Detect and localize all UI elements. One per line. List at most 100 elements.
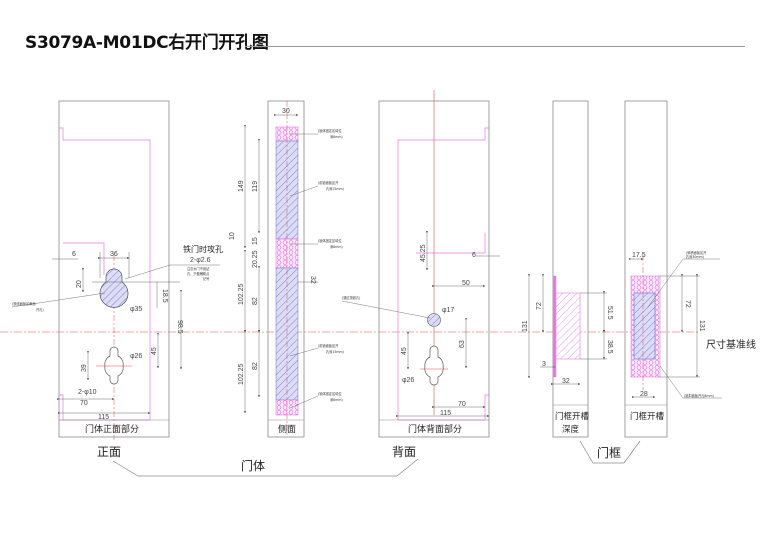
side-door-outline <box>267 100 305 438</box>
side-view: 30 149 119 10 15 20.25 102.25 82 32 82 1… <box>229 100 344 438</box>
side-note-1a: (锁体固定区域位 <box>318 128 342 133</box>
drawing-title: S3079A-M01DC右开门开孔图 <box>25 33 269 53</box>
door-frame-label: 门框 <box>597 445 621 460</box>
front-iron-note-2: 孔，只做辅助点 <box>187 271 210 276</box>
frame-depth-dim-32-label: 32 <box>562 378 570 385</box>
front-label: 正面 <box>97 445 121 459</box>
back-label: 背面 <box>392 445 416 459</box>
front-view: 36 6 20 18.5 98.5 45 39 φ35 φ26 2-φ10 70… <box>11 100 223 440</box>
side-caption: 侧面 <box>278 423 296 435</box>
back-lower-hole <box>424 345 444 386</box>
frame-slot-note-bottom-leader <box>659 365 684 399</box>
frame-slot-dim-131-label: 131 <box>698 320 705 332</box>
side-dim-82-upper-label: 82 <box>252 297 259 305</box>
frame-slot-caption: 门框开槽 <box>630 411 665 422</box>
back-dim-115-label: 115 <box>440 410 451 417</box>
side-dim-10-label: 10 <box>229 232 236 240</box>
door-body-bracket <box>112 458 419 477</box>
side-dim-82-lower-label: 82 <box>252 362 259 370</box>
door-body-label: 门体 <box>241 458 265 473</box>
front-iron-callout-spec: 2-φ2.6 <box>190 257 211 264</box>
frame-slot-dim-17-5-label: 17.5 <box>632 252 646 259</box>
frame-slot-note-top-2: 孔深30mm) <box>686 254 704 259</box>
back-phi17-label: φ17 <box>442 307 454 314</box>
frame-slot-note-bottom: (锁扣面板开孔8mm) <box>684 393 714 398</box>
frame-slot-note-top-leader <box>647 258 684 308</box>
side-note-5-leader <box>289 395 319 409</box>
back-phi26-label: φ26 <box>402 377 414 384</box>
side-note-4a: (前锁面板区开 <box>318 343 339 348</box>
frame-slot-dim-28-label: 28 <box>640 391 648 398</box>
frame-depth-dim-51-5-label: 51.5 <box>606 306 613 320</box>
back-dim-50-label: 50 <box>462 280 470 287</box>
title-underline <box>245 46 745 47</box>
frame-depth-slot <box>555 292 581 360</box>
frame-depth-faceplate <box>552 275 557 378</box>
side-note-2-leader <box>289 185 319 197</box>
back-dim-63-label: 63 <box>459 340 466 348</box>
front-dim-20-label: 20 <box>76 280 83 288</box>
side-note-4b: 孔深15mm) <box>326 349 344 354</box>
front-left-callout-2: 开孔) <box>36 307 44 312</box>
front-dim-36-label: 36 <box>110 251 118 258</box>
front-phi35-label: φ35 <box>130 306 142 313</box>
front-left-callout-1: (铁线面板区串面 <box>12 301 36 306</box>
side-note-5b: 深8mm) <box>330 397 343 402</box>
side-note-2b: 孔深15mm) <box>326 186 344 191</box>
front-dim-98-5-label: 98.5 <box>176 320 183 334</box>
front-dim-115-label: 115 <box>98 414 109 421</box>
back-dim-45-label: 45 <box>401 347 408 355</box>
side-note-4-leader <box>289 347 319 357</box>
front-lock-outline <box>59 127 151 421</box>
front-left-callout-leader <box>11 292 106 308</box>
frame-depth-caption-2: 深度 <box>562 424 580 435</box>
front-phi26-label: φ26 <box>130 353 142 360</box>
door-frame-bracket <box>579 440 641 464</box>
front-dim-39-label: 39 <box>81 364 88 372</box>
side-note-2a: (前锁面板区开 <box>318 180 339 185</box>
back-caption: 门体背面部分 <box>408 423 462 435</box>
front-upper-hole <box>99 268 129 308</box>
front-dim-18-5-label: 18.5 <box>161 289 168 303</box>
back-dim-45-25-label: 45.25 <box>420 244 427 262</box>
back-plate-line <box>416 233 486 254</box>
side-dim-102-25-lower-label: 102.25 <box>238 363 245 385</box>
front-dim-45-label: 45 <box>151 347 158 355</box>
frame-depth-caption-1: 门框开槽 <box>555 411 590 422</box>
side-dim-30-label: 30 <box>282 108 290 115</box>
frame-depth-dim-38-5-label: 38.5 <box>606 340 613 354</box>
frame-slot-deep-area <box>633 292 656 360</box>
front-iron-callout-title: 铁门时攻孔 <box>183 244 223 254</box>
side-dim-20-25-label: 20.25 <box>252 250 259 268</box>
side-dim-32-label: 32 <box>309 276 316 284</box>
back-dim-70-label: 70 <box>458 401 466 408</box>
side-dim-119-label: 119 <box>252 181 259 192</box>
front-iron-note-1: 注意木门不用钻 <box>187 266 210 271</box>
back-dim-6-label: 6 <box>472 252 476 259</box>
front-holes10-label: 2-φ10 <box>78 389 97 396</box>
frame-slot-note-top-1: (斜槽面板区开 <box>686 250 707 255</box>
front-lower-hole <box>104 346 124 385</box>
frame-depth-dim-72-label: 72 <box>536 302 543 310</box>
front-caption: 门体正面部分 <box>85 423 139 435</box>
side-dim-15-label: 15 <box>252 237 259 245</box>
frame-slot-outline <box>624 100 668 438</box>
back-lock-outline <box>397 127 489 421</box>
frame-slot-view: 17.5 72 131 28 (斜槽面板区开 孔深30mm) (锁扣面板开孔8m… <box>624 100 756 438</box>
frame-depth-outline <box>552 100 589 438</box>
side-dim-102-25-upper-label: 102.25 <box>238 283 245 305</box>
front-plate-line <box>63 242 105 275</box>
front-dim-6-label: 6 <box>72 251 76 258</box>
back-view: 45.25 6 50 φ17 (通过排线孔) 63 45 φ26 70 115 … <box>341 90 500 438</box>
frame-depth-dim-131-label: 131 <box>522 320 529 332</box>
back-cable-hole <box>427 313 441 327</box>
group-labels: 正面 背面 门体 门框 <box>97 440 641 477</box>
datum-label: 尺寸基准线 <box>706 338 756 351</box>
frame-slot-dim-72-label: 72 <box>684 300 691 308</box>
side-note-3a: (锁体固定区域位 <box>318 238 342 243</box>
side-note-3b: 深8mm) <box>330 244 343 249</box>
back-callout-text: (通过排线孔) <box>342 295 360 300</box>
back-callout-leader <box>341 300 431 319</box>
side-dim-149-label: 149 <box>238 180 245 192</box>
